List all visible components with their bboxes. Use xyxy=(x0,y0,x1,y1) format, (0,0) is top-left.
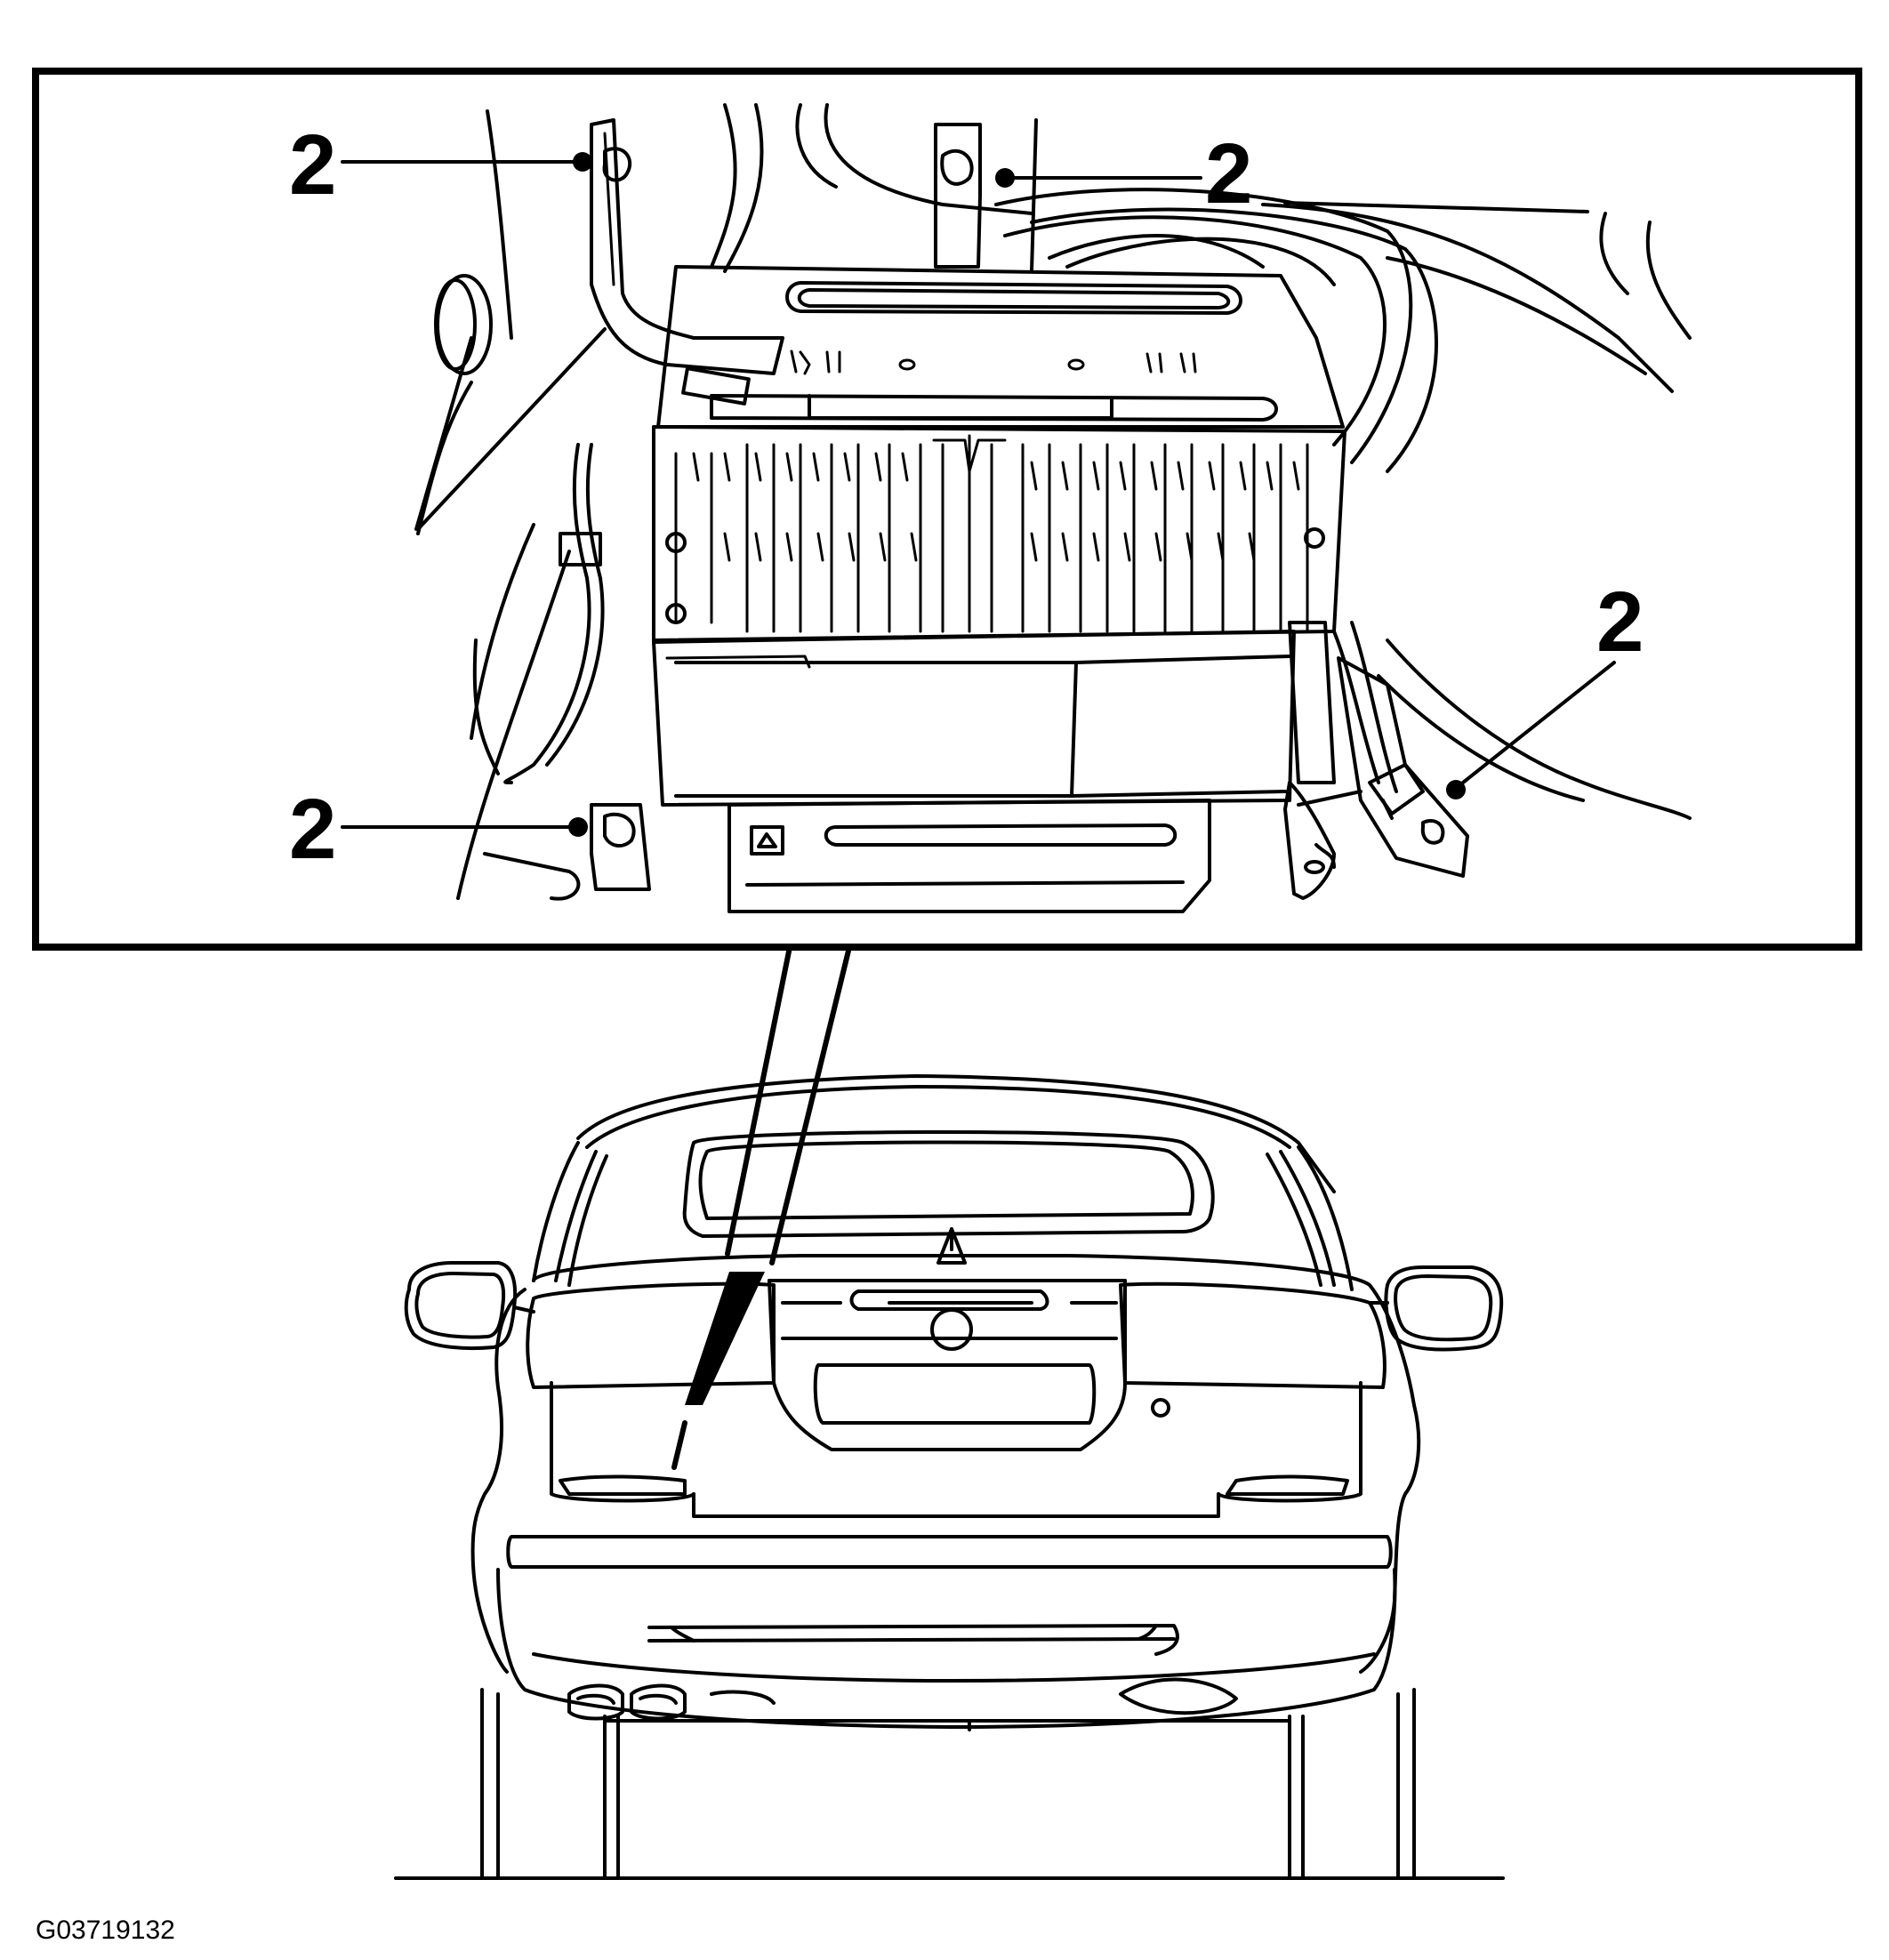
left-mirror xyxy=(404,1261,518,1351)
heat-sink xyxy=(652,425,1346,642)
trunk-trim-lines xyxy=(414,109,1692,901)
grommet xyxy=(434,274,493,375)
amplifier-lower-housing xyxy=(652,630,1296,807)
detail-inset-frame xyxy=(32,68,1862,951)
fasteners xyxy=(568,147,1466,847)
amplifier-mounting-plate xyxy=(727,799,1211,913)
callout-label: 2 xyxy=(1596,574,1644,670)
vehicle-rear-view xyxy=(394,1074,1505,1880)
figure-id-label: G03719132 xyxy=(36,1916,175,1945)
nut-icon-bottom-right xyxy=(1446,780,1466,799)
mounting-bracket-left xyxy=(590,118,784,406)
inset-pointer xyxy=(671,944,852,1470)
rear-window xyxy=(682,1130,1215,1238)
callout-right: 2 xyxy=(1461,574,1644,784)
callout-label: 2 xyxy=(1205,126,1252,221)
rear-bumper xyxy=(496,1568,1397,1729)
nut-icon-bottom-left xyxy=(568,817,588,837)
right-tail-light xyxy=(1119,1281,1387,1389)
callout-top-left: 2 xyxy=(289,117,575,213)
amplifier-module xyxy=(590,265,1469,913)
mounting-bracket-center xyxy=(934,123,982,269)
left-cable xyxy=(503,443,605,784)
callout-label: 2 xyxy=(289,782,336,877)
badge-emblem xyxy=(930,1308,973,1351)
nut-icon-top-left xyxy=(573,152,592,172)
right-mirror xyxy=(1384,1265,1504,1352)
left-tail-light xyxy=(526,1281,776,1389)
callout-bottom-left: 2 xyxy=(289,782,571,877)
panel-edge-line xyxy=(416,327,607,531)
nut-icon-top-center xyxy=(995,168,1015,188)
callout-top-center: 2 xyxy=(1012,126,1252,221)
callout-label: 2 xyxy=(289,117,336,213)
amplifier-top xyxy=(656,265,1345,429)
heat-sink-fins xyxy=(674,434,1309,633)
detail-inset: 2 2 2 2 xyxy=(32,68,1862,951)
license-plate-area xyxy=(813,1363,1097,1425)
wire-harness xyxy=(710,103,1692,820)
